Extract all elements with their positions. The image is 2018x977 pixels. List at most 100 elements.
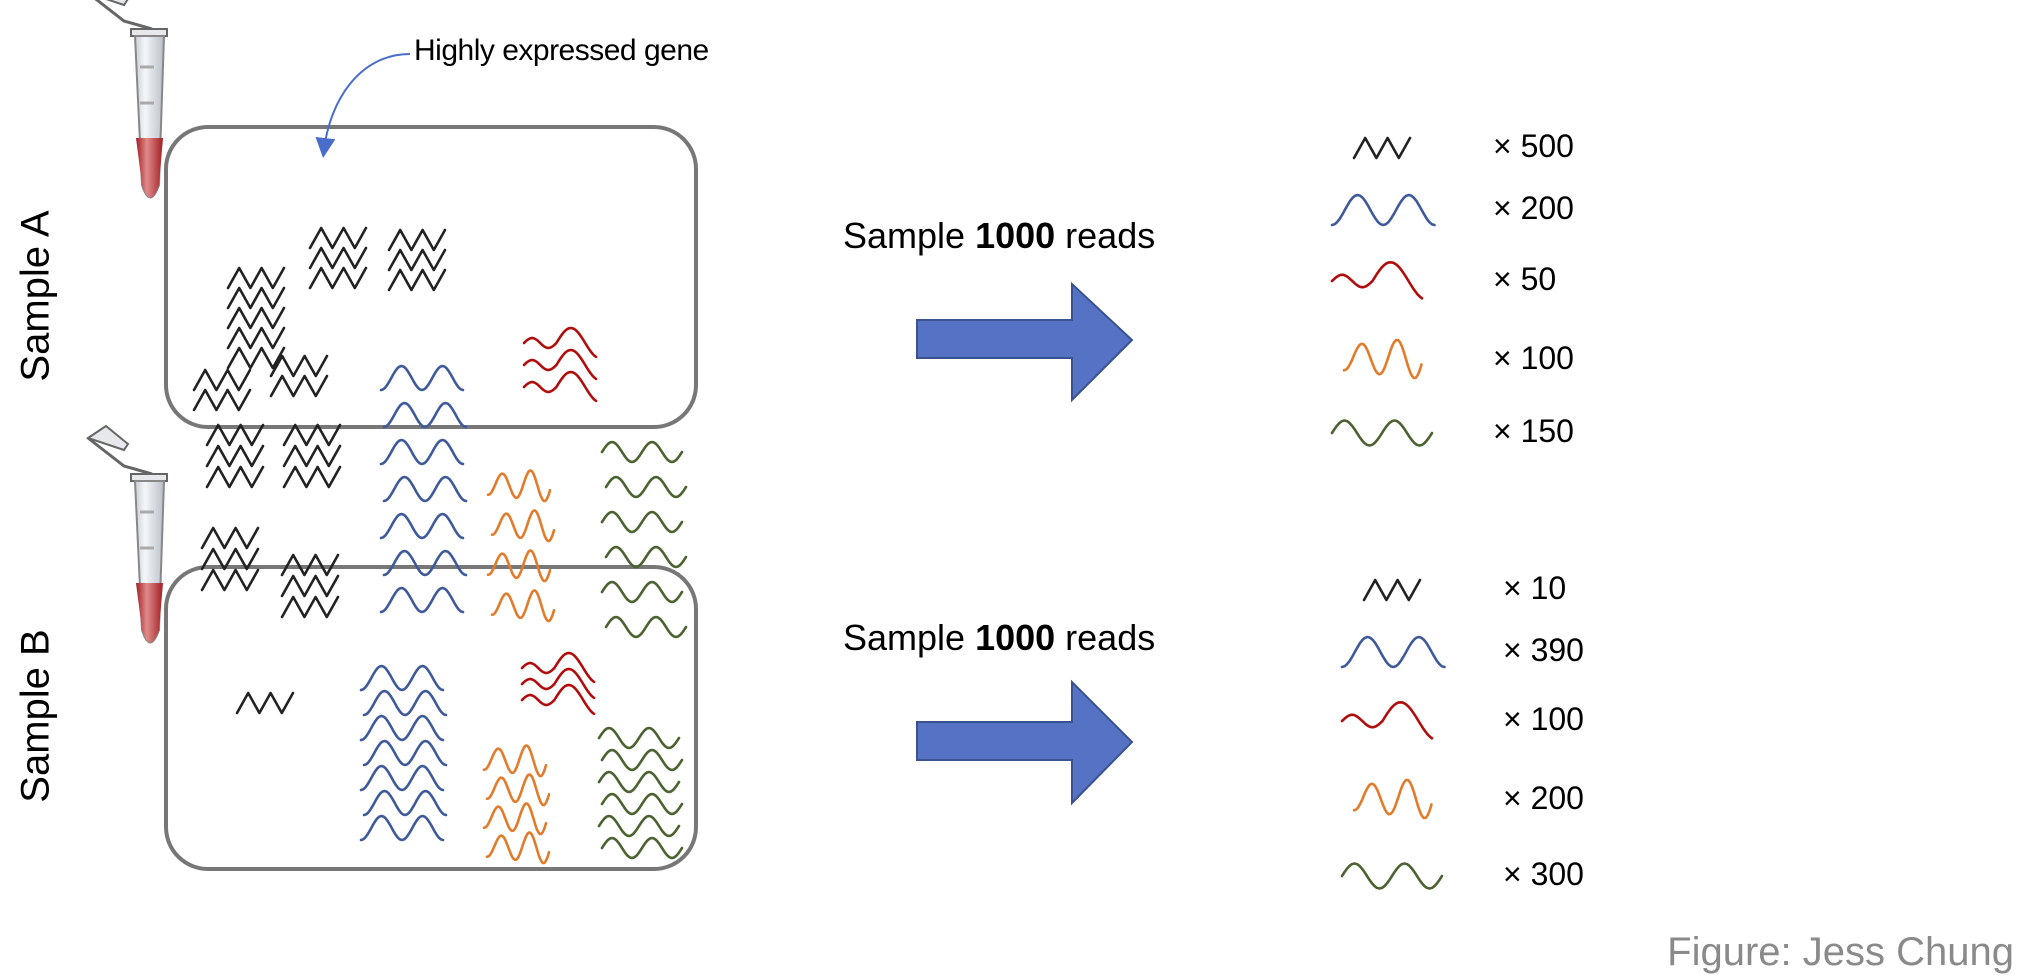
gene-read-red xyxy=(522,370,598,403)
gene-read-black xyxy=(308,266,368,290)
reads-number: 1000 xyxy=(975,617,1056,658)
gene-read-black xyxy=(200,547,260,571)
gene-read-black xyxy=(226,306,286,330)
gene-read-black xyxy=(226,346,286,370)
gene-read-black xyxy=(205,444,265,468)
read-count-orange: × 200 xyxy=(1503,780,1584,816)
legend-read-black xyxy=(1352,136,1412,160)
legend-read-blue xyxy=(1330,193,1436,227)
gene-read-black xyxy=(280,595,340,619)
legend-read-green xyxy=(1340,862,1444,890)
read-count-orange: × 100 xyxy=(1493,340,1574,376)
read-count-blue: × 200 xyxy=(1493,190,1574,226)
gene-read-orange xyxy=(490,509,556,543)
sample-a-box xyxy=(164,125,698,429)
sample-b-box xyxy=(164,565,698,871)
gene-read-blue xyxy=(362,689,448,717)
read-count-red: × 100 xyxy=(1503,701,1584,737)
legend-read-blue xyxy=(1340,635,1446,669)
gene-read-green xyxy=(600,510,684,534)
read-count-black: × 500 xyxy=(1493,128,1574,164)
gene-read-black xyxy=(226,286,286,310)
gene-read-black xyxy=(282,465,342,489)
reads-prefix: Sample xyxy=(843,215,976,256)
tube-icon-sample-a xyxy=(94,0,168,199)
gene-read-green xyxy=(604,615,688,639)
legend-read-orange xyxy=(1352,778,1433,820)
read-count-black: × 10 xyxy=(1503,570,1567,606)
gene-read-red xyxy=(522,348,598,381)
legend-read-red xyxy=(1330,261,1424,300)
gene-read-red xyxy=(520,683,596,716)
gene-read-green xyxy=(597,814,681,838)
gene-read-red xyxy=(520,651,596,684)
highly-expressed-gene-callout: Highly expressed gene xyxy=(414,34,709,67)
gene-read-orange xyxy=(485,831,551,865)
gene-read-blue xyxy=(382,401,468,429)
gene-read-black xyxy=(192,368,252,392)
gene-read-red xyxy=(522,326,598,359)
gene-read-black xyxy=(280,574,340,598)
gene-read-orange xyxy=(486,469,552,503)
gene-read-black xyxy=(205,465,265,489)
gene-read-black xyxy=(387,268,447,292)
gene-read-orange xyxy=(485,773,551,807)
legend-read-red xyxy=(1340,701,1434,740)
gene-read-black xyxy=(200,526,260,550)
callout-arrow xyxy=(315,53,411,158)
reads-number: 1000 xyxy=(975,215,1056,256)
sample-a-arrow xyxy=(916,281,1134,403)
sample-a-reads-label: Sample 1000 reads xyxy=(843,215,1155,257)
gene-read-blue xyxy=(359,664,445,692)
gene-read-blue xyxy=(362,789,448,817)
gene-read-green xyxy=(604,545,688,569)
gene-read-green xyxy=(600,792,684,816)
gene-read-blue xyxy=(382,549,468,577)
gene-read-green xyxy=(604,475,688,499)
gene-read-blue xyxy=(379,512,465,540)
read-count-green: × 150 xyxy=(1493,413,1574,449)
legend-read-black xyxy=(1362,578,1422,602)
read-count-green: × 300 xyxy=(1503,856,1584,892)
gene-read-blue xyxy=(359,764,445,792)
gene-read-black xyxy=(269,354,329,378)
gene-read-green xyxy=(600,748,684,772)
gene-read-green xyxy=(600,440,684,464)
sample-b-arrow xyxy=(916,679,1134,806)
read-count-blue: × 390 xyxy=(1503,632,1584,668)
gene-read-black xyxy=(308,246,368,270)
gene-read-green xyxy=(597,726,681,750)
gene-read-black xyxy=(308,226,368,250)
gene-read-black xyxy=(280,553,340,577)
gene-read-blue xyxy=(379,438,465,466)
reads-prefix: Sample xyxy=(843,617,976,658)
gene-read-red xyxy=(520,667,596,700)
gene-read-green xyxy=(597,770,681,794)
gene-read-black xyxy=(205,423,265,447)
gene-read-orange xyxy=(490,589,556,623)
sample-b-reads-label: Sample 1000 reads xyxy=(843,617,1155,659)
gene-read-black xyxy=(200,568,260,592)
legend-read-green xyxy=(1330,419,1434,447)
gene-read-black xyxy=(282,444,342,468)
gene-read-blue xyxy=(379,586,465,614)
gene-read-green xyxy=(600,836,684,860)
gene-read-blue xyxy=(379,364,465,392)
gene-read-orange xyxy=(482,744,548,778)
gene-read-blue xyxy=(359,714,445,742)
reads-suffix: reads xyxy=(1055,617,1156,658)
gene-read-black xyxy=(192,388,252,412)
gene-read-black xyxy=(226,326,286,350)
reads-suffix: reads xyxy=(1055,215,1156,256)
legend-read-orange xyxy=(1342,338,1423,380)
gene-read-black xyxy=(387,248,447,272)
sample-b-label: Sample B xyxy=(13,629,58,803)
gene-read-orange xyxy=(486,549,552,583)
gene-read-black xyxy=(226,266,286,290)
read-count-red: × 50 xyxy=(1493,261,1557,297)
gene-read-green xyxy=(600,580,684,604)
gene-read-blue xyxy=(362,739,448,767)
gene-read-black xyxy=(282,423,342,447)
tube-icon-sample-b xyxy=(85,424,168,644)
